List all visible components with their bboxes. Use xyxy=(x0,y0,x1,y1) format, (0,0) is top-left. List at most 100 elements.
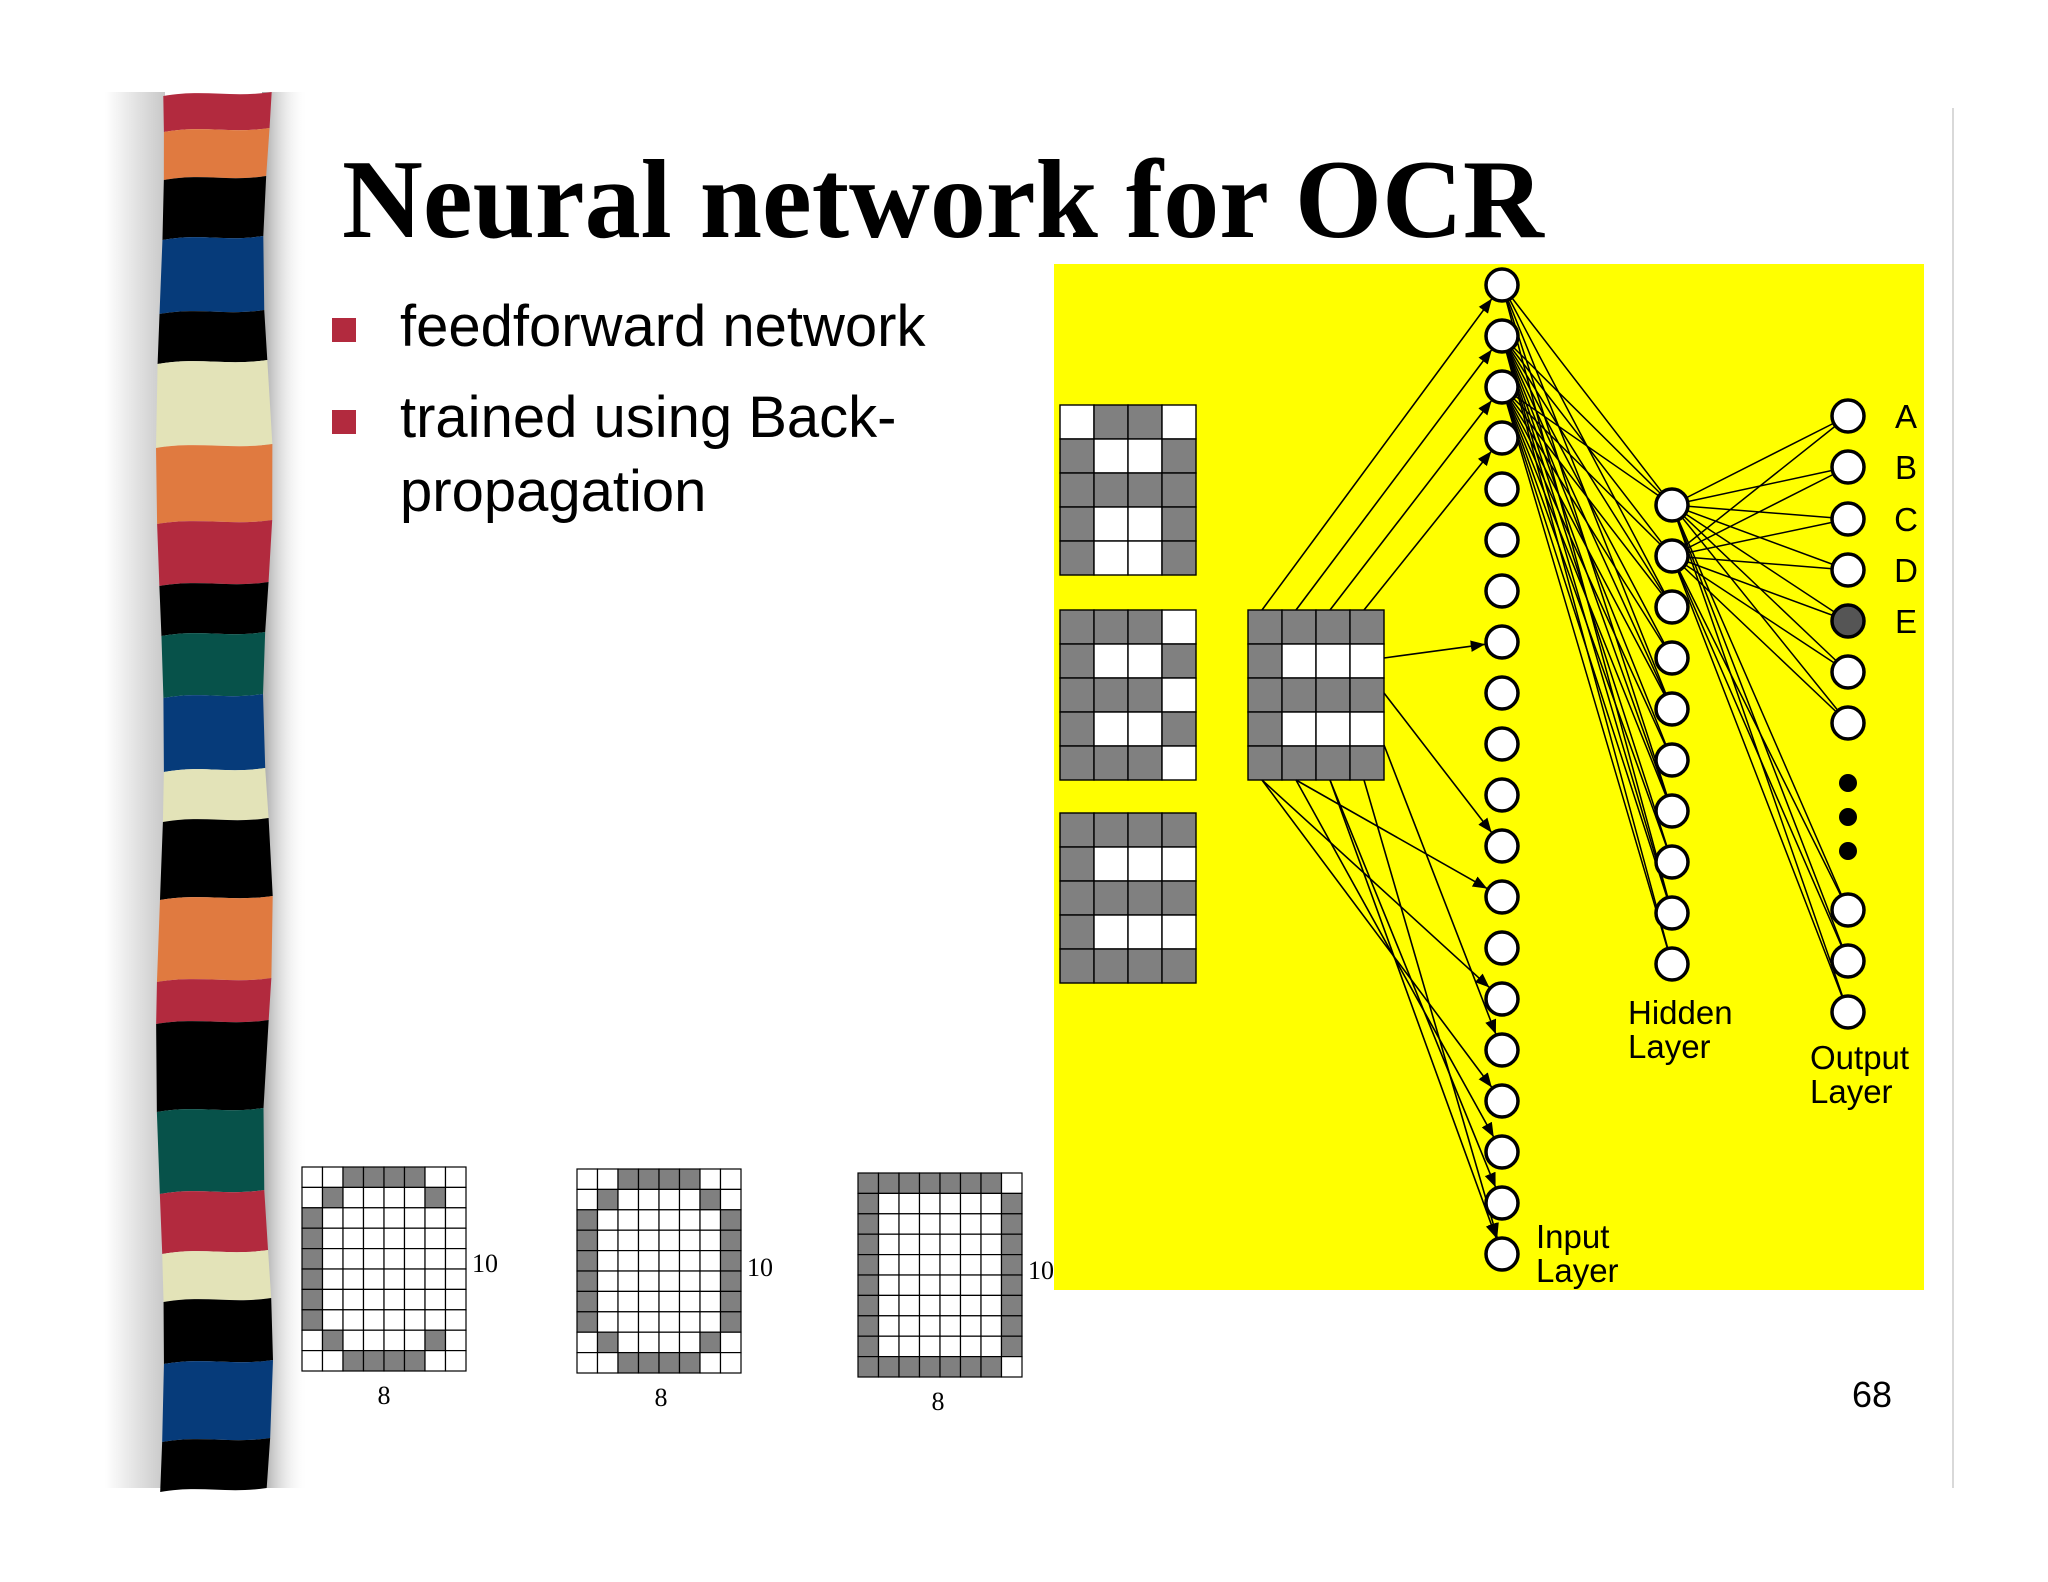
grid-cell xyxy=(596,1351,619,1374)
pattern-cell xyxy=(1127,472,1163,508)
grid-cell xyxy=(939,1355,962,1378)
stripe-band-20 xyxy=(163,1298,273,1364)
grid-width-label: 8 xyxy=(932,1387,945,1416)
output-node-label: D xyxy=(1894,552,1918,589)
grid-cell xyxy=(321,1309,344,1331)
sample-pattern-e xyxy=(1059,812,1197,984)
input-node xyxy=(1484,1083,1520,1119)
pattern-to-input-arrow xyxy=(1295,779,1488,890)
grid-cell xyxy=(424,1309,447,1331)
grid-height-label: 10 xyxy=(1028,1256,1054,1285)
pattern-cell xyxy=(1059,677,1095,713)
pattern-cell xyxy=(1093,438,1129,474)
grid-cell xyxy=(678,1351,701,1374)
grid-height-label: 10 xyxy=(472,1249,498,1278)
output-layer-label-line: Output xyxy=(1810,1039,1909,1076)
grid-cell xyxy=(980,1335,1003,1358)
pattern-cell xyxy=(1247,745,1283,781)
hidden-node xyxy=(1654,691,1690,727)
input-node xyxy=(1484,828,1520,864)
pattern-cell xyxy=(1161,404,1197,440)
input-node xyxy=(1484,420,1520,456)
hidden-layer-label-line: Hidden xyxy=(1628,994,1733,1031)
stripe-band-21 xyxy=(162,1360,273,1442)
input-to-hidden-link xyxy=(1501,386,1673,812)
input-node xyxy=(1484,1236,1520,1272)
pattern-to-input-arrow xyxy=(1363,779,1499,1238)
stripe-band-19 xyxy=(162,1250,272,1302)
grid-cell xyxy=(939,1335,962,1358)
input-node xyxy=(1484,1134,1520,1170)
bullet-text-2-line-2: propagation xyxy=(400,459,707,524)
grid-cell xyxy=(383,1309,406,1331)
pattern-cell xyxy=(1349,745,1385,781)
hidden-to-output-link xyxy=(1671,555,1849,571)
pattern-cell xyxy=(1161,914,1197,950)
pattern-cell xyxy=(1161,472,1197,508)
pattern-cell xyxy=(1349,677,1385,713)
stripe-band-16 xyxy=(156,1020,269,1112)
grid-cell xyxy=(342,1329,365,1352)
grid-cell xyxy=(617,1351,640,1374)
grid-cell xyxy=(424,1329,447,1352)
hidden-to-output-link xyxy=(1671,555,1849,622)
grid-cell xyxy=(857,1355,880,1378)
grid-cell xyxy=(362,1329,385,1352)
pattern-cell xyxy=(1127,540,1163,576)
grid-cell xyxy=(362,1349,385,1372)
decorative-stripe xyxy=(105,92,308,1492)
output-node-c xyxy=(1830,501,1866,537)
grid-cell xyxy=(719,1311,742,1333)
pattern-cell xyxy=(1247,677,1283,713)
pattern-cell xyxy=(1349,711,1385,747)
stripe-band-1 xyxy=(163,92,272,132)
pattern-cell xyxy=(1093,711,1129,747)
ellipsis-dot xyxy=(1839,842,1857,860)
pattern-cell xyxy=(1315,677,1351,713)
grid-cell xyxy=(959,1335,982,1358)
hidden-node xyxy=(1654,793,1690,829)
pattern-cell xyxy=(1281,643,1317,679)
output-node-label: E xyxy=(1895,603,1917,640)
grid-cell xyxy=(637,1351,660,1374)
pattern-cell xyxy=(1281,745,1317,781)
pattern-cell xyxy=(1093,914,1129,950)
grid-cell xyxy=(699,1311,722,1333)
grid-cell xyxy=(959,1355,982,1378)
grid-cell xyxy=(678,1331,701,1354)
stripe-band-12 xyxy=(162,768,269,822)
grid-cell xyxy=(301,1309,324,1331)
stripe-band-7 xyxy=(156,444,273,524)
slide-frame-line xyxy=(1952,108,1954,1488)
grid-cell xyxy=(877,1315,900,1337)
input-node xyxy=(1484,981,1520,1017)
pattern-cell xyxy=(1281,609,1317,645)
pattern-cell xyxy=(1093,812,1129,848)
hidden-to-output-link xyxy=(1671,555,1849,673)
pattern-cell xyxy=(1059,745,1095,781)
grid-cell xyxy=(444,1329,467,1352)
grid-cell xyxy=(576,1331,599,1354)
input-to-hidden-link xyxy=(1501,386,1673,914)
stripe-band-17 xyxy=(156,1108,265,1194)
hidden-node xyxy=(1654,538,1690,574)
stripe-band-18 xyxy=(159,1190,269,1254)
pattern-to-input-arrow xyxy=(1329,779,1497,1188)
grid-cell xyxy=(658,1351,681,1374)
grid-cell xyxy=(699,1331,722,1354)
grid-cell xyxy=(719,1331,742,1354)
pattern-cell xyxy=(1093,540,1129,576)
connections xyxy=(1261,284,1849,1239)
pattern-cell xyxy=(1127,506,1163,542)
pattern-cell xyxy=(1315,711,1351,747)
input-node xyxy=(1484,624,1520,660)
pattern-cell xyxy=(1127,677,1163,713)
hidden-layer-nodes xyxy=(1654,487,1690,982)
grid-cell xyxy=(383,1329,406,1352)
pattern-cell xyxy=(1161,643,1197,679)
pattern-cell xyxy=(1093,948,1129,984)
grid-cell xyxy=(857,1315,880,1337)
pattern-cell xyxy=(1127,812,1163,848)
